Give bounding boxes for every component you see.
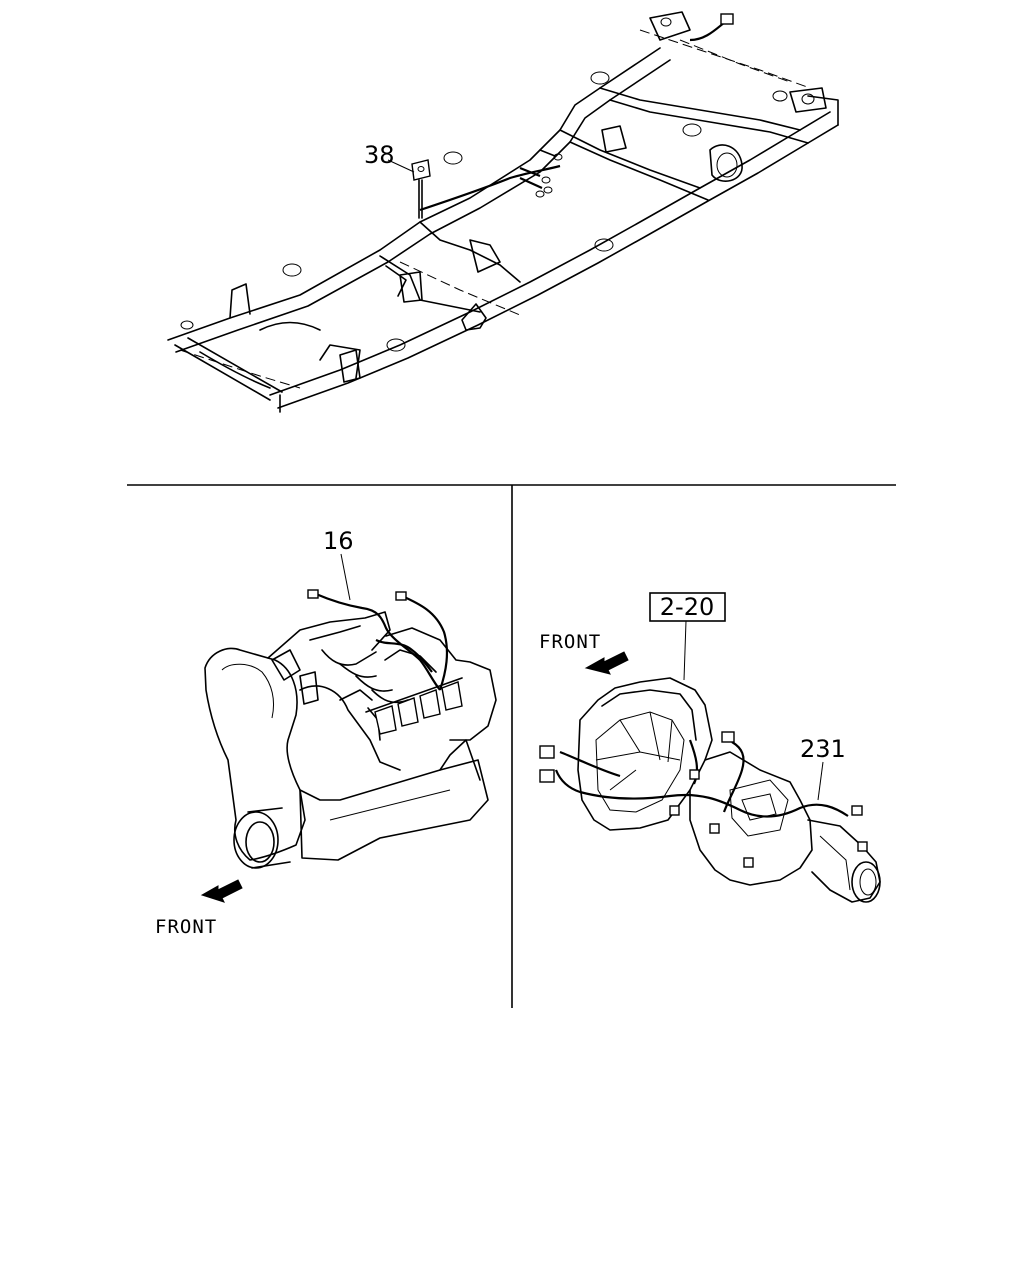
chassis-frame-illustration — [167, 11, 839, 413]
transmission-front-label: FRONT — [539, 631, 601, 653]
ref-box-outline — [649, 592, 726, 622]
transmission-illustration — [539, 592, 881, 903]
frame-callout-38: 38 — [364, 141, 395, 169]
ref-box-2-20: 2-20 — [660, 593, 714, 621]
transmission-callout-231: 231 — [800, 735, 846, 763]
engine-callout-16: 16 — [323, 527, 354, 555]
engine-front-label: FRONT — [155, 916, 217, 938]
engine-illustration — [200, 553, 497, 903]
